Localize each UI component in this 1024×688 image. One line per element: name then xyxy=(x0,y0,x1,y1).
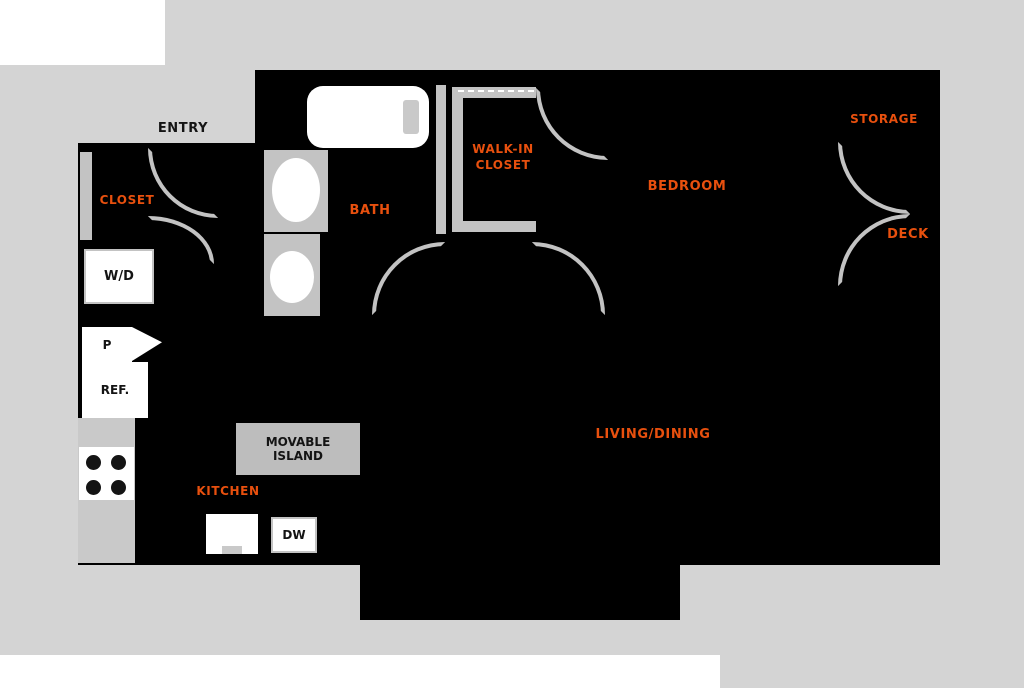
closet-rod-dashed-line xyxy=(458,90,534,92)
entry-closet-wall xyxy=(80,152,92,240)
walkin-closet-shelf-side xyxy=(452,87,463,232)
walkin-closet-shelf-bottom xyxy=(452,221,536,232)
stove-burner xyxy=(86,455,101,470)
page-corner-cutout xyxy=(0,0,165,65)
room-label-entry: ENTRY xyxy=(157,121,209,136)
room-label-kitchen: KITCHEN xyxy=(196,484,260,498)
stove-burner xyxy=(111,455,126,470)
room-label-deck: DECK xyxy=(887,227,929,242)
bathroom-sink xyxy=(270,251,314,303)
refrigerator-label: REF. xyxy=(100,383,130,397)
movable-island: MOVABLE ISLAND xyxy=(236,423,360,475)
refrigerator-box: REF. xyxy=(82,362,148,418)
pantry-box: P xyxy=(82,327,132,362)
stove-burner xyxy=(111,480,126,495)
room-label-walkin-closet: WALK-IN CLOSET xyxy=(472,142,534,172)
room-label-closet: CLOSET xyxy=(99,193,155,207)
bathtub-faucet xyxy=(403,100,419,134)
floor-area-bottom-extension xyxy=(360,565,680,620)
toilet xyxy=(272,158,320,222)
room-label-storage: STORAGE xyxy=(850,112,918,126)
dishwasher-label: DW xyxy=(282,528,306,542)
kitchen-sink-faucet xyxy=(222,546,242,554)
pantry-label: P xyxy=(102,337,112,352)
movable-island-label: MOVABLE ISLAND xyxy=(265,435,331,463)
room-label-living-dining: LIVING/DINING xyxy=(595,427,711,442)
washer-dryer-label: W/D xyxy=(104,269,134,284)
walkin-closet-shelf-top xyxy=(452,87,536,98)
washer-dryer-box: W/D xyxy=(84,249,154,304)
room-label-bedroom: BEDROOM xyxy=(647,179,727,194)
stove-burner xyxy=(86,480,101,495)
walkin-closet-left-wall xyxy=(436,85,446,234)
dishwasher-box: DW xyxy=(271,517,317,553)
page-footer-cutout xyxy=(0,655,720,688)
room-label-bath: BATH xyxy=(349,203,391,218)
